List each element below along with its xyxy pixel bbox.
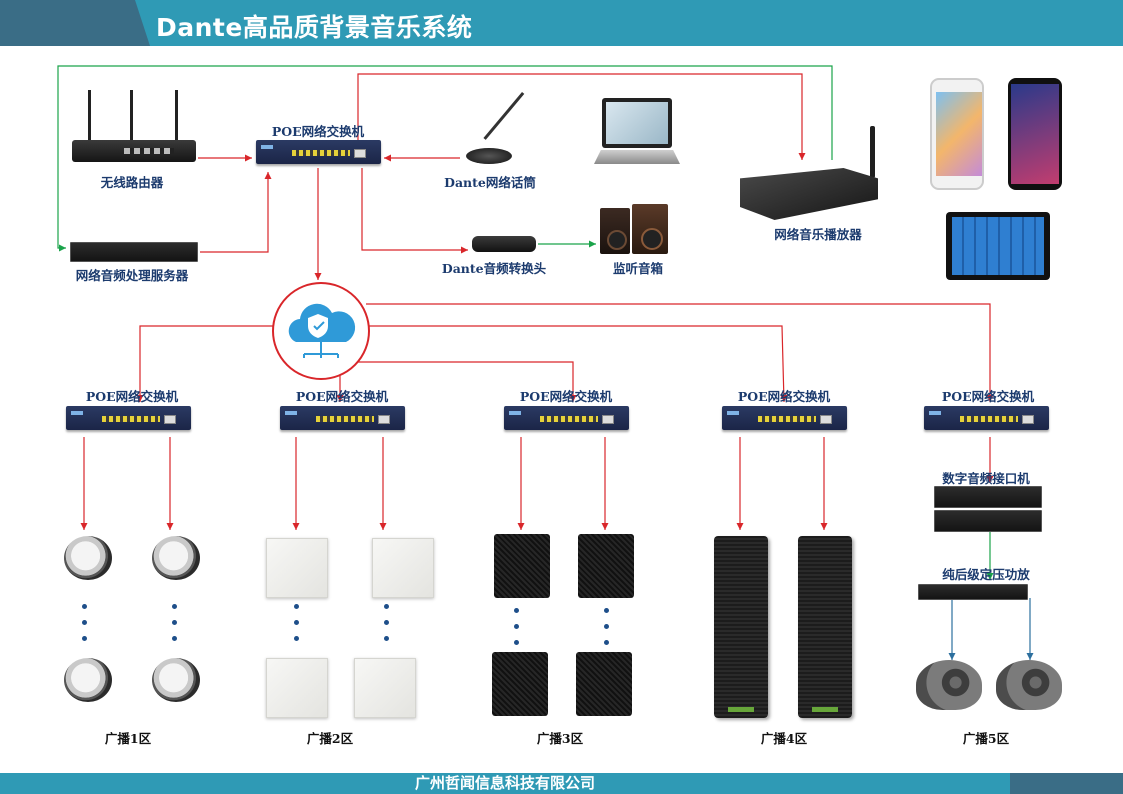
ellipsis-dot (384, 604, 389, 609)
digital-audio-interface (934, 510, 1042, 532)
ellipsis-dot (172, 620, 177, 625)
ellipsis-dot (384, 636, 389, 641)
monitor-speaker (632, 204, 668, 254)
zone2-poe-switch (280, 406, 405, 430)
header-accent (0, 0, 150, 46)
monitor-label: 监听音箱 (612, 261, 664, 276)
power-amplifier (918, 584, 1028, 600)
ellipsis-dot (294, 636, 299, 641)
ellipsis-dot (384, 620, 389, 625)
box-speaker (492, 652, 548, 716)
mic-label: Dante网络话筒 (444, 175, 536, 190)
zone4-label: 广播4区 (760, 731, 808, 746)
ellipsis-dot (172, 604, 177, 609)
company-name: 广州哲闻信息科技有限公司 (414, 774, 595, 792)
ellipsis-dot (172, 636, 177, 641)
network-music-player (740, 126, 888, 222)
interface-label: 数字音频接口机 (942, 471, 1030, 486)
panel-speaker (266, 538, 328, 598)
column-speaker (798, 536, 852, 718)
zone2-switch-label: POE网络交换机 (295, 389, 389, 404)
header-bar (0, 0, 1123, 46)
ellipsis-dot (604, 624, 609, 629)
rock-speaker (996, 660, 1062, 710)
zone5-poe-switch (924, 406, 1049, 430)
ellipsis-dot (514, 640, 519, 645)
router-label: 无线路由器 (100, 175, 164, 190)
audio-dsp-server (70, 242, 198, 262)
panel-speaker (354, 658, 416, 718)
column-speaker (714, 536, 768, 718)
zone2-label: 广播2区 (306, 731, 354, 746)
zone4-switch-label: POE网络交换机 (737, 389, 831, 404)
top-poe-switch (256, 140, 381, 164)
monitor-speaker (600, 208, 630, 254)
ellipsis-dot (604, 640, 609, 645)
digital-audio-interface (934, 486, 1042, 508)
ellipsis-dot (294, 620, 299, 625)
ellipsis-dot (82, 620, 87, 625)
box-speaker (578, 534, 634, 598)
ceiling-speaker (152, 658, 200, 702)
ellipsis-dot (294, 604, 299, 609)
zone4-poe-switch (722, 406, 847, 430)
zone5-label: 广播5区 (962, 731, 1010, 746)
phone-icon (1008, 78, 1062, 190)
box-speaker (494, 534, 550, 598)
dsp-server-label: 网络音频处理服务器 (75, 268, 189, 283)
zone5-switch-label: POE网络交换机 (941, 389, 1035, 404)
zone3-label: 广播3区 (536, 731, 584, 746)
box-speaker (576, 652, 632, 716)
ceiling-speaker (64, 536, 112, 580)
converter-label: Dante音频转换头 (441, 261, 547, 276)
ellipsis-dot (82, 604, 87, 609)
ceiling-speaker (64, 658, 112, 702)
player-label: 网络音乐播放器 (774, 227, 862, 242)
zone3-switch-label: POE网络交换机 (519, 389, 613, 404)
microphone-icon (462, 88, 526, 170)
zone3-poe-switch (504, 406, 629, 430)
footer-bar (0, 773, 1010, 794)
zone1-poe-switch (66, 406, 191, 430)
top-switch-label: POE网络交换机 (271, 124, 365, 139)
rock-speaker (916, 660, 982, 710)
tablet-icon (946, 212, 1050, 280)
dante-audio-converter (472, 236, 536, 252)
zone1-label: 广播1区 (104, 731, 152, 746)
page-title: Dante高品质背景音乐系统 (156, 13, 473, 42)
panel-speaker (266, 658, 328, 718)
panel-speaker (372, 538, 434, 598)
footer-accent (1010, 773, 1123, 794)
ellipsis-dot (604, 608, 609, 613)
phone-icon (930, 78, 984, 190)
ceiling-speaker (152, 536, 200, 580)
zone1-switch-label: POE网络交换机 (85, 389, 179, 404)
ellipsis-dot (514, 624, 519, 629)
wireless-router (72, 90, 196, 166)
cloud-network-icon (272, 282, 370, 380)
amp-label: 纯后级定压功放 (942, 567, 1030, 582)
laptop-icon (594, 98, 682, 170)
ellipsis-dot (82, 636, 87, 641)
ellipsis-dot (514, 608, 519, 613)
